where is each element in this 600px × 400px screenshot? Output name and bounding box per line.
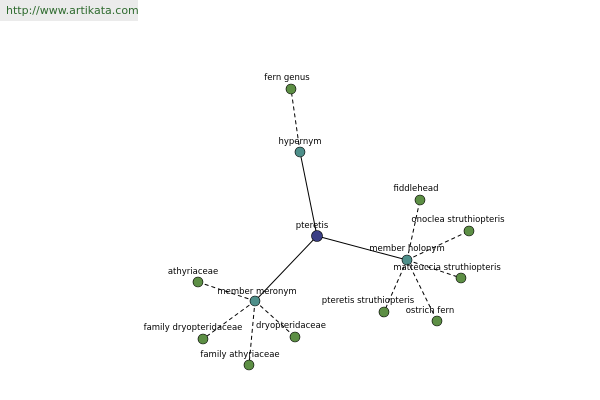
node-fern-genus-dot[interactable]: [285, 83, 297, 95]
node-athyriaceae-label[interactable]: athyriaceae: [168, 267, 218, 277]
node-pteretis-struthiopteris[interactable]: pteretis struthiopteris: [322, 296, 415, 318]
node-member-meronym-dot[interactable]: [249, 295, 261, 307]
node-dryopteridaceae-label[interactable]: dryopteridaceae: [256, 321, 326, 331]
node-ostrich-fern-label[interactable]: ostrich fern: [406, 306, 455, 316]
node-fern-genus[interactable]: fern genus: [264, 73, 310, 95]
node-fiddlehead-dot[interactable]: [414, 194, 426, 206]
edge-member-holonym-to-ostrich-fern: [406, 259, 438, 322]
edge-pteretis-to-member-holonym: [316, 235, 408, 261]
node-ostrich-fern-dot[interactable]: [431, 315, 443, 327]
node-onoclea-struthiopteris-dot[interactable]: [463, 225, 475, 237]
node-matteuccia-struthiopteris-dot[interactable]: [455, 272, 467, 284]
node-pteretis[interactable]: pteretis: [296, 221, 329, 242]
node-hypernym-label[interactable]: hypernym: [278, 137, 321, 147]
node-member-holonym-dot[interactable]: [401, 254, 413, 266]
edge-member-meronym-to-dryopteridaceae: [254, 300, 296, 338]
node-pteretis-struthiopteris-dot[interactable]: [378, 306, 390, 318]
node-onoclea-struthiopteris-label[interactable]: onoclea struthiopteris: [411, 215, 505, 225]
edge-member-holonym-to-matteuccia-struthiopteris: [406, 259, 462, 279]
node-family-dryopteridaceae-label[interactable]: family dryopteridaceae: [144, 323, 243, 333]
node-ostrich-fern[interactable]: ostrich fern: [406, 306, 455, 327]
node-matteuccia-struthiopteris-label[interactable]: matteuccia struthiopteris: [393, 263, 501, 273]
node-matteuccia-struthiopteris[interactable]: matteuccia struthiopteris: [393, 263, 501, 284]
node-member-holonym-label[interactable]: member holonym: [369, 244, 444, 254]
edge-member-holonym-to-pteretis-struthiopteris: [383, 259, 408, 313]
node-fern-genus-label[interactable]: fern genus: [264, 73, 310, 83]
node-pteretis-label[interactable]: pteretis: [296, 221, 329, 231]
node-family-athyriaceae[interactable]: family athyriaceae: [200, 350, 280, 371]
node-fiddlehead[interactable]: fiddlehead: [394, 184, 439, 206]
node-family-dryopteridaceae[interactable]: family dryopteridaceae: [144, 323, 243, 345]
edge-member-meronym-to-athyriaceae: [197, 281, 256, 302]
edge-member-holonym-to-onoclea-struthiopteris: [406, 230, 470, 261]
edge-member-holonym-to-fiddlehead: [406, 199, 421, 261]
node-dryopteridaceae-dot[interactable]: [289, 331, 301, 343]
node-athyriaceae[interactable]: athyriaceae: [168, 267, 218, 288]
node-family-athyriaceae-dot[interactable]: [243, 359, 255, 371]
node-fiddlehead-label[interactable]: fiddlehead: [394, 184, 439, 194]
edge-hypernym-to-fern-genus: [290, 88, 301, 153]
node-hypernym[interactable]: hypernym: [278, 137, 322, 158]
node-member-holonym[interactable]: member holonym: [369, 244, 445, 266]
node-athyriaceae-dot[interactable]: [192, 276, 204, 288]
node-pteretis-dot[interactable]: [311, 230, 323, 242]
node-member-meronym[interactable]: member meronym: [217, 287, 297, 307]
node-pteretis-struthiopteris-label[interactable]: pteretis struthiopteris: [322, 296, 415, 306]
site-url-link[interactable]: http://www.artikata.com: [0, 0, 139, 21]
edge-member-meronym-to-family-dryopteridaceae: [202, 300, 256, 340]
edge-member-meronym-to-family-athyriaceae: [248, 300, 256, 366]
edge-pteretis-to-member-meronym: [254, 235, 318, 302]
graph-nodes: pteretis hypernym member holonym member mer…: [144, 73, 505, 371]
node-onoclea-struthiopteris[interactable]: onoclea struthiopteris: [411, 215, 505, 237]
node-member-meronym-label[interactable]: member meronym: [217, 287, 296, 297]
node-family-dryopteridaceae-dot[interactable]: [197, 333, 209, 345]
edge-pteretis-to-hypernym: [299, 151, 318, 237]
node-dryopteridaceae[interactable]: dryopteridaceae: [256, 321, 326, 343]
node-hypernym-dot[interactable]: [294, 146, 306, 158]
graph-edges: [197, 88, 470, 366]
node-family-athyriaceae-label[interactable]: family athyriaceae: [200, 350, 279, 360]
